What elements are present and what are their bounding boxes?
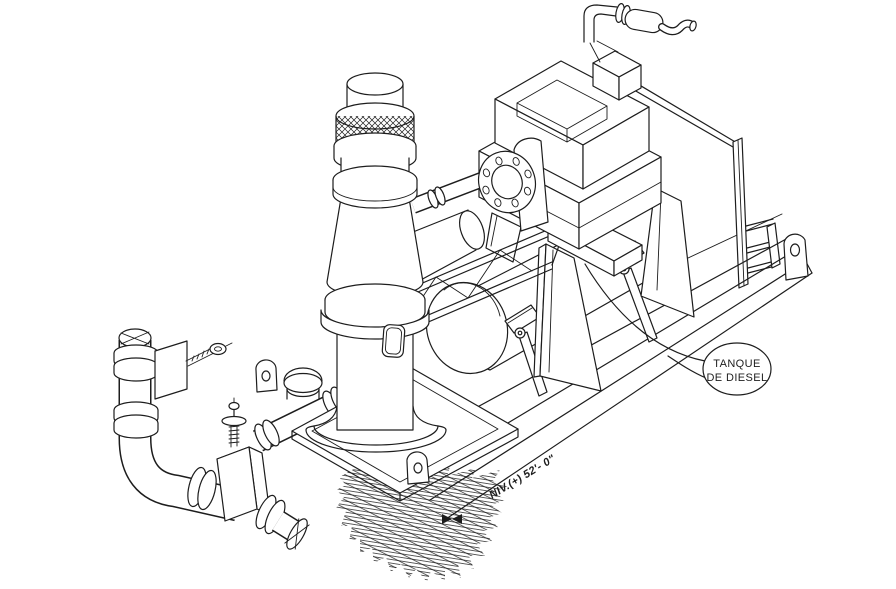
callout-line2: DE DIESEL (706, 372, 767, 384)
tank-callout: TANQUE DE DIESEL (584, 263, 772, 396)
tank-hold-down-straps (504, 240, 658, 397)
level-marker (442, 514, 462, 524)
pump-cap (346, 72, 404, 96)
lifting-lug-right (783, 233, 809, 281)
column-window (381, 324, 406, 358)
level-annotation: NIV.(+) 52'- 0" (487, 453, 558, 502)
engine-stand-legs (485, 187, 695, 392)
suction-piping (113, 328, 310, 550)
exhaust-muffler (583, 3, 697, 43)
vertical-turbine-pump (305, 72, 447, 453)
coupling-flange (477, 137, 549, 232)
valve-bracket-plate (154, 340, 188, 400)
gate-valve (216, 397, 271, 522)
callout-bubble (702, 342, 772, 396)
skid-end-frame (732, 137, 781, 289)
air-release-valve-run (252, 367, 354, 452)
air-valve-dome (283, 372, 323, 394)
rear-post (732, 137, 749, 289)
callout-line1: TANQUE (713, 358, 760, 370)
ground-hatching (336, 460, 508, 582)
pipe-cut-end-bottom (284, 518, 310, 550)
